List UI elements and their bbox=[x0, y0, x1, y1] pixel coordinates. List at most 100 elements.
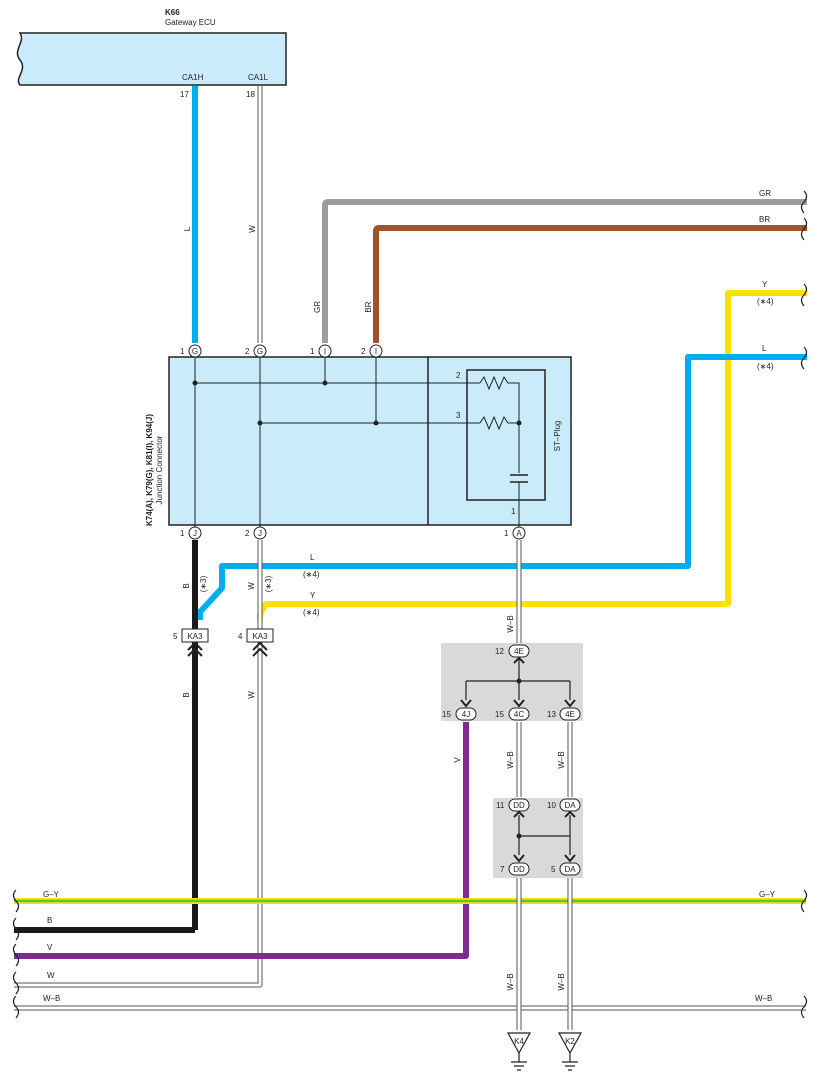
wire-br bbox=[373, 225, 807, 343]
svg-text:DD: DD bbox=[513, 865, 525, 874]
label-gy-right: G–Y bbox=[759, 890, 776, 899]
svg-text:11: 11 bbox=[496, 801, 505, 810]
st-plug-pin-2: 2 bbox=[456, 371, 461, 380]
connector-ka3-4: KA3 4 bbox=[238, 628, 274, 657]
label-v-left: V bbox=[47, 943, 53, 952]
ground-k2: K2 bbox=[557, 1032, 583, 1071]
ecu-pin-ca1l: CA1L bbox=[248, 73, 269, 82]
svg-text:13: 13 bbox=[547, 710, 556, 719]
label-y-mid-note: (∗4) bbox=[303, 608, 320, 617]
wires bbox=[14, 86, 807, 1030]
svg-text:1: 1 bbox=[180, 347, 185, 356]
svg-text:G: G bbox=[257, 347, 263, 356]
label-y-note: (∗4) bbox=[757, 297, 774, 306]
st-plug-label: ST–Plug bbox=[553, 421, 562, 452]
label-gr: GR bbox=[759, 189, 771, 198]
svg-text:KA3: KA3 bbox=[252, 632, 268, 641]
label-w-mid: W bbox=[247, 691, 256, 699]
svg-text:DA: DA bbox=[564, 801, 576, 810]
pin-g1: G 1 bbox=[180, 344, 202, 358]
connector-4j-15: 4J 15 bbox=[442, 699, 477, 721]
connector-dd-7: DD 7 bbox=[500, 854, 530, 876]
svg-text:4: 4 bbox=[238, 632, 243, 641]
svg-text:1: 1 bbox=[504, 529, 509, 538]
st-plug-pin-3: 3 bbox=[456, 411, 461, 420]
label-v-vert: V bbox=[453, 757, 462, 763]
pin-g2: G 2 bbox=[245, 344, 267, 358]
label-w-ecu: W bbox=[248, 225, 257, 233]
pin-a1: A 1 bbox=[504, 526, 526, 540]
svg-text:1: 1 bbox=[310, 347, 315, 356]
svg-text:A: A bbox=[516, 529, 522, 538]
label-gy-left: G–Y bbox=[43, 890, 60, 899]
pin-i2: I 2 bbox=[361, 344, 383, 358]
ecu-pin-17: 17 bbox=[180, 90, 189, 99]
pin-markers: G 1 G 2 I 1 I 2 J 1 J 2 A bbox=[173, 344, 581, 876]
label-wb-da: W–B bbox=[557, 973, 566, 990]
svg-text:I: I bbox=[324, 347, 326, 356]
label-b-left: B bbox=[47, 916, 52, 925]
label-l-mid-note: (∗4) bbox=[303, 570, 320, 579]
label-b-mid: B bbox=[182, 692, 191, 697]
label-w-top: W bbox=[247, 582, 256, 590]
label-y-mid: Y bbox=[310, 591, 316, 600]
label-wb-a: W–B bbox=[506, 615, 515, 632]
svg-text:4E: 4E bbox=[514, 647, 524, 656]
svg-text:10: 10 bbox=[547, 801, 556, 810]
label-gr-vert: GR bbox=[313, 301, 322, 313]
wire-v bbox=[14, 722, 469, 959]
svg-text:2: 2 bbox=[245, 529, 250, 538]
label-y-right: Y bbox=[762, 280, 768, 289]
wire-labels: L W GR BR GR BR Y (∗4) L (∗4) L (∗4) Y (… bbox=[43, 189, 776, 1003]
svg-text:J: J bbox=[193, 529, 197, 538]
svg-text:4J: 4J bbox=[462, 710, 470, 719]
ecu-name: Gateway ECU bbox=[165, 18, 216, 27]
svg-text:K4: K4 bbox=[514, 1037, 524, 1046]
svg-text:7: 7 bbox=[500, 865, 505, 874]
label-br: BR bbox=[759, 215, 770, 224]
svg-text:5: 5 bbox=[551, 865, 556, 874]
ground-k4: K4 bbox=[506, 1032, 532, 1071]
label-l-note: (∗4) bbox=[757, 362, 774, 371]
connector-ka3-5: KA3 5 bbox=[173, 628, 209, 657]
connector-da-5: DA 5 bbox=[551, 854, 581, 876]
svg-text:DD: DD bbox=[513, 801, 525, 810]
svg-text:15: 15 bbox=[495, 710, 504, 719]
junction-codes: K74(A), K79(G), K81(I), K94(J) bbox=[145, 414, 154, 526]
label-wb-left: W–B bbox=[43, 994, 60, 1003]
label-b-note: (∗3) bbox=[199, 575, 208, 592]
label-w-left: W bbox=[47, 971, 55, 980]
label-l-right: L bbox=[762, 344, 767, 353]
st-plug-box bbox=[466, 369, 546, 501]
svg-text:4E: 4E bbox=[565, 710, 575, 719]
label-wb-right: W–B bbox=[755, 994, 772, 1003]
ecu-code: K66 bbox=[165, 8, 180, 17]
svg-text:DA: DA bbox=[564, 865, 576, 874]
svg-text:4C: 4C bbox=[514, 710, 524, 719]
label-wb-dd: W–B bbox=[506, 973, 515, 990]
svg-text:I: I bbox=[375, 347, 377, 356]
label-wb-4e: W–B bbox=[557, 751, 566, 768]
svg-text:2: 2 bbox=[361, 347, 366, 356]
svg-text:K2: K2 bbox=[565, 1037, 575, 1046]
connector-4c-15: 4C 15 bbox=[495, 699, 530, 721]
pin-i1: I 1 bbox=[310, 344, 332, 358]
st-plug-pin-1: 1 bbox=[511, 507, 516, 516]
svg-text:12: 12 bbox=[495, 647, 504, 656]
junction-connector: 2 3 1 ST–Plug K74(A), K79(G), K81(I), K9… bbox=[145, 355, 572, 527]
junction-name: Junction Connector bbox=[155, 435, 164, 504]
ecu-pin-18: 18 bbox=[246, 90, 255, 99]
svg-text:J: J bbox=[258, 529, 262, 538]
wire-gr bbox=[322, 199, 807, 343]
label-wb-4c: W–B bbox=[506, 751, 515, 768]
label-l-mid: L bbox=[310, 553, 315, 562]
svg-text:15: 15 bbox=[442, 710, 451, 719]
label-br-vert: BR bbox=[364, 301, 373, 312]
pin-j2: J 2 bbox=[245, 526, 267, 540]
svg-text:1: 1 bbox=[180, 529, 185, 538]
svg-text:G: G bbox=[192, 347, 198, 356]
connector-dd-11: DD 11 bbox=[496, 798, 530, 818]
ecu-pin-ca1h: CA1H bbox=[182, 73, 204, 82]
connector-4e-12: 4E 12 bbox=[495, 644, 530, 664]
